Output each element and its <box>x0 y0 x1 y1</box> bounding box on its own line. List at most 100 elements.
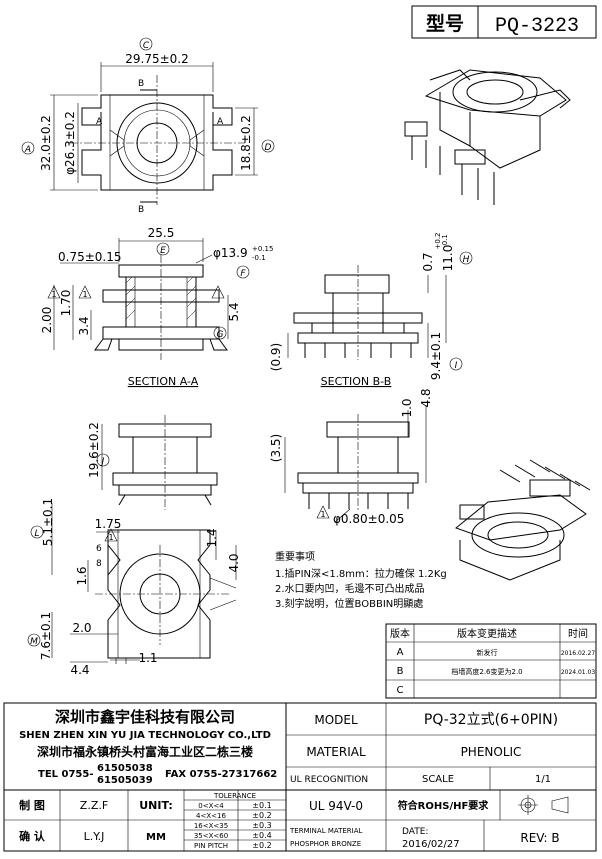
side-pins <box>308 493 409 509</box>
rev-header-desc: 版本变更描述 <box>457 627 517 640</box>
rev-label: REV: B <box>520 831 559 845</box>
dim-pin-dia: φ0.80±0.05 <box>333 512 404 526</box>
fax: FAX 0755-27317662 <box>165 769 277 780</box>
tol-range-1: 0<X<4 <box>198 802 224 810</box>
date-label: DATE: <box>402 827 428 837</box>
dim-4-0: 4.0 <box>227 553 241 572</box>
unit-value: MM <box>146 832 166 843</box>
dim-0-75: 0.75±0.15 <box>58 250 122 264</box>
date-value: 2016/02/27 <box>402 839 460 850</box>
terminal-material-value: PHOSPHOR BRONZE <box>290 840 361 848</box>
dim-3-4: 3.4 <box>77 316 91 335</box>
tol-range-4: 35<X<60 <box>194 832 228 840</box>
company-name-cn: 深圳市鑫宇佳科技有限公司 <box>55 708 235 726</box>
dim-25-5: 25.5 <box>148 226 175 240</box>
dim-1-1: 1.1 <box>138 651 157 665</box>
dim-7-6: 7.6±0.1 <box>39 612 53 660</box>
company-name-en: SHEN ZHEN XIN YU JIA TECHNOLOGY CO.,LTD <box>19 730 271 741</box>
dim-phi-tol-dn: -0.1 <box>252 254 266 262</box>
warn-side: 1 <box>320 510 325 519</box>
tol-value-5: ±0.2 <box>252 841 271 850</box>
title-block: 深圳市鑫宇佳科技有限公司 SHEN ZHEN XIN YU JIA TECHNO… <box>3 702 597 852</box>
tag-j: J <box>100 457 105 467</box>
rev-header-date: 时间 <box>568 627 588 640</box>
rev-row-c-ver: C <box>397 685 404 696</box>
tol-range-5: PIN PITCH <box>194 842 228 850</box>
dim-phi-tol-up: +0.15 <box>252 245 273 253</box>
model-field-value: PQ-32立式(6+0PIN) <box>424 712 558 728</box>
revision-table: 版本 版本变更描述 时间 A 新发行 2016.02.27 B 档墙高度2.6变… <box>385 623 597 699</box>
tolerance-title: TOLERANCE <box>213 792 256 800</box>
model-label: 型号 <box>426 12 464 35</box>
model-field-label: MODEL <box>314 713 358 727</box>
tol-value-4: ±0.4 <box>252 831 271 840</box>
dim-9-4: 9.4±0.1 <box>429 332 443 380</box>
ul-value: UL 94V-0 <box>309 799 363 813</box>
check-label: 确 认 <box>19 829 46 843</box>
section-bb-title: SECTION B-B <box>321 375 392 388</box>
bb-pins <box>304 343 412 358</box>
dim-4-8: 4.8 <box>419 388 433 407</box>
tol-value-3: ±0.3 <box>252 821 271 830</box>
rev-row-a-date: 2016.02.27 <box>561 650 596 657</box>
section-a-right: A <box>217 117 224 127</box>
tel-1: 61505038 <box>97 763 153 774</box>
iso-view-top <box>404 69 571 205</box>
note-1: 1.插PIN深<1.8mm：拉力確保 1.2Kg <box>275 567 447 580</box>
material-label: MATERIAL <box>306 745 366 759</box>
model-header: 型号 PQ-3223 <box>411 5 597 39</box>
warn-1a: 1 <box>51 290 56 299</box>
warn-bottom: 1 <box>108 533 113 542</box>
rev-row-b-date: 2024.01.03 <box>561 669 596 676</box>
tag-d: D <box>265 143 272 153</box>
dim-0-9: (0.9) <box>269 343 283 371</box>
tel-label: TEL 0755- <box>38 769 94 780</box>
terminal-material-label: TERMINAL MATERIAL <box>289 827 363 835</box>
rev-row-a-desc: 新发行 <box>477 648 498 657</box>
tag-a: A <box>24 145 31 155</box>
ul-label: UL RECOGNITION <box>290 775 368 785</box>
iso-view-bottom <box>454 459 591 581</box>
dim-11-tol-up: +0.2 <box>434 233 442 250</box>
rev-row-b-ver: B <box>397 666 404 677</box>
projection-symbol <box>518 795 569 815</box>
dim-width: 29.75±0.2 <box>125 52 189 66</box>
tol-range-2: 4<X<16 <box>196 812 226 820</box>
material-value: PHENOLIC <box>461 745 522 759</box>
note-3: 3.刻字說明，位置BOBBIN明顯處 <box>275 597 423 610</box>
section-a-left: A <box>96 117 103 127</box>
tol-value-2: ±0.2 <box>252 811 271 820</box>
rev-row-b-desc: 档墙高度2.6变更为2.0 <box>451 667 522 676</box>
dim-2-00: 2.00 <box>40 307 54 334</box>
scale-value: 1/1 <box>535 774 551 785</box>
tag-c: C <box>143 41 150 51</box>
check-by: L.Y.J <box>84 830 105 843</box>
notes-title: 重要事项 <box>275 550 315 563</box>
notes-block: 重要事项 1.插PIN深<1.8mm：拉力確保 1.2Kg 2.水口要内凹，毛邊… <box>275 550 447 610</box>
unit-label: UNIT: <box>139 799 173 812</box>
dim-phi-13-9: φ13.9 <box>213 246 248 260</box>
dim-11-tol-dn: -0.1 <box>441 234 449 248</box>
tag-l: L <box>34 529 39 539</box>
tag-m: M <box>30 637 38 647</box>
dim-11-0: 11.0 <box>441 245 455 272</box>
dim-1-4: 1.4 <box>205 528 219 547</box>
tol-value-1: ±0.1 <box>252 801 271 810</box>
section-aa-title: SECTION A-A <box>128 375 199 388</box>
dim-1-75: 1.75 <box>95 517 122 531</box>
section-b-top: B <box>138 79 144 89</box>
scale-label: SCALE <box>422 774 454 785</box>
tag-i: I <box>455 361 458 371</box>
dim-6: 6 <box>96 544 102 554</box>
tag-g: G <box>217 330 224 340</box>
dim-3-5: (3.5) <box>269 434 283 462</box>
model-number: PQ-3223 <box>495 15 579 38</box>
dim-2-0: 2.0 <box>72 621 91 635</box>
drawn-label: 制 图 <box>19 798 45 812</box>
rev-row-a-ver: A <box>397 647 404 658</box>
dim-19-6: 19.6±0.2 <box>87 422 101 478</box>
dim-5-1: 5.1±0.1 <box>41 498 55 546</box>
dim-1-6: 1.6 <box>75 566 89 585</box>
